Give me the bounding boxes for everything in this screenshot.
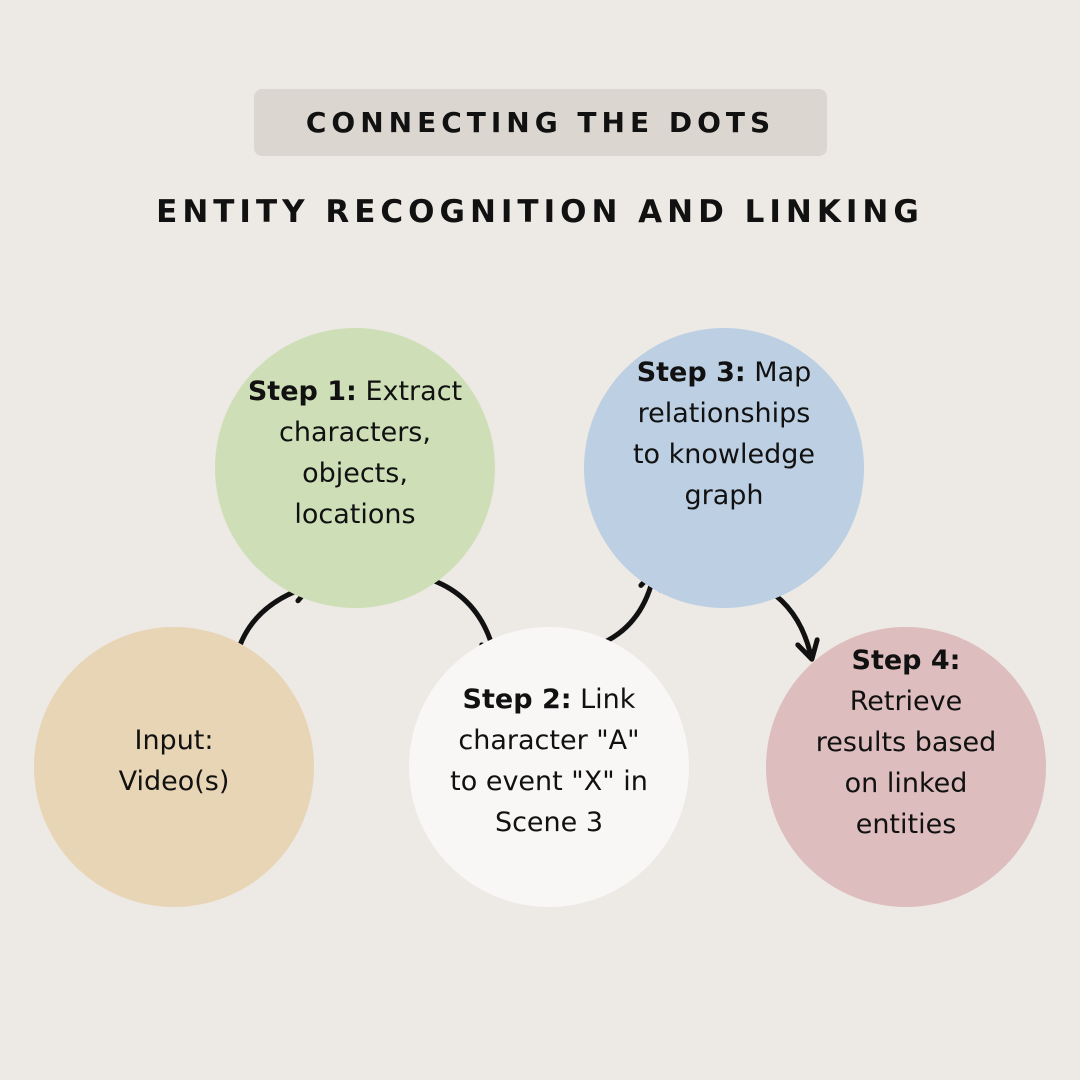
step-3-line: relationships <box>637 398 811 429</box>
node-step-4: Step 4: Retrieve results based on linked… <box>766 627 1046 907</box>
step-4-line: entities <box>855 808 957 840</box>
title-text: CONNECTING THE DOTS <box>305 106 776 139</box>
step-3-line: Map <box>754 357 812 388</box>
step-4-label: Step 4: <box>851 644 961 676</box>
step-1-label: Step 1: <box>247 376 357 407</box>
step-2-line: to event "X" in <box>450 766 648 797</box>
step-3-line: to knowledge <box>632 439 816 470</box>
input-label: Input: <box>134 725 214 756</box>
step-4-line: results based <box>815 726 997 758</box>
step-2-line: Scene 3 <box>494 807 604 838</box>
step-2-line: character "A" <box>458 725 640 756</box>
node-step-2: Step 2: Link character "A" to event "X" … <box>409 627 689 907</box>
subtitle: ENTITY RECOGNITION AND LINKING <box>156 194 924 230</box>
step-1-line: Extract <box>365 376 463 407</box>
step-1-line: locations <box>294 499 416 530</box>
step-3-line: graph <box>684 480 764 511</box>
step-1-line: objects, <box>302 458 408 489</box>
step-4-line: on linked <box>844 767 968 799</box>
input-value: Video(s) <box>118 766 230 797</box>
step-2-line: Link <box>580 684 636 715</box>
step-1-line: characters, <box>279 417 431 448</box>
title-banner: CONNECTING THE DOTS <box>254 89 827 156</box>
node-input: Input: Video(s) <box>34 627 314 907</box>
step-4-line: Retrieve <box>849 685 963 717</box>
node-step-3: Step 3: Map relationships to knowledge g… <box>584 328 864 608</box>
step-3-label: Step 3: <box>636 357 746 388</box>
step-2-label: Step 2: <box>462 684 572 715</box>
node-step-1: Step 1: Extract characters, objects, loc… <box>215 328 495 608</box>
